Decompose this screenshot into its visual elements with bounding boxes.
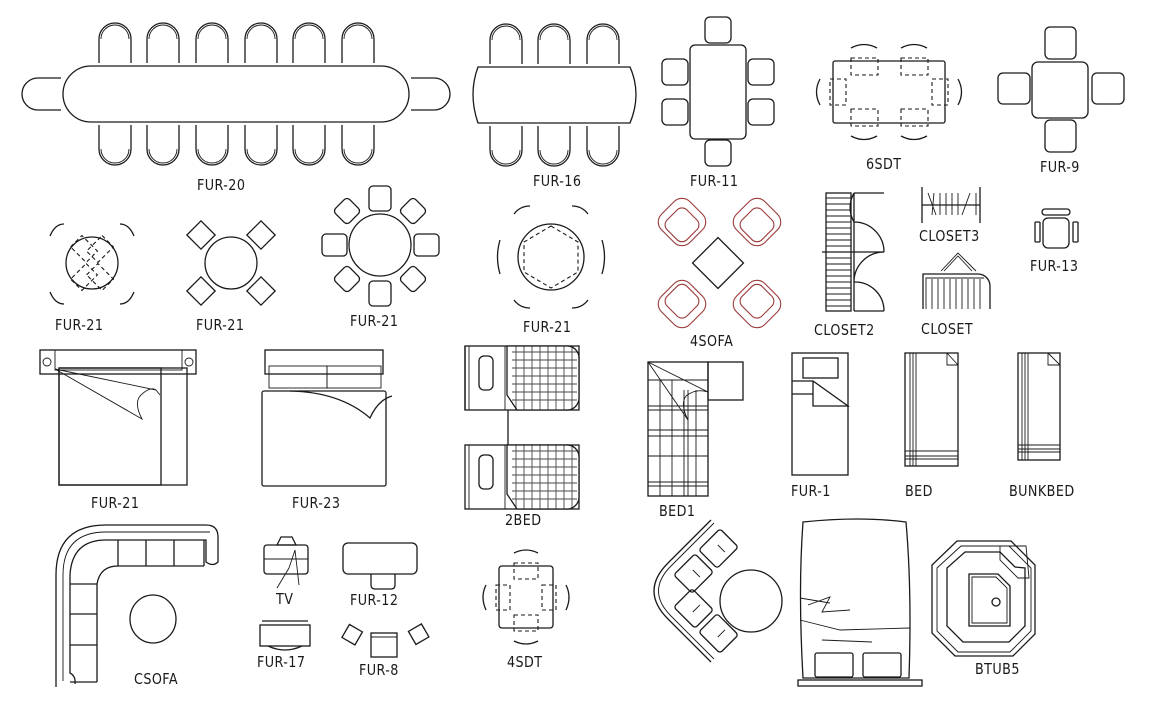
label-fur11: FUR-11 [690, 172, 739, 190]
block-fur17 [259, 620, 311, 651]
block-closet3 [921, 187, 981, 223]
label-tv: TV [276, 590, 294, 608]
block-tv [263, 536, 309, 589]
block-fur11 [661, 16, 775, 167]
block-kbed [797, 518, 923, 687]
label-closet2: CLOSET2 [814, 321, 875, 339]
block-bed [904, 352, 959, 467]
label-fur13: FUR-13 [1030, 257, 1079, 275]
label-bed: BED [905, 482, 933, 500]
block-fur21b [185, 219, 277, 307]
block-fur21a [49, 223, 135, 305]
label-4sofa: 4SOFA [690, 332, 734, 350]
block-fur12 [342, 542, 418, 590]
block-2bed [464, 345, 580, 510]
block-fur1 [791, 352, 851, 476]
label-fur21b: FUR-21 [196, 316, 245, 334]
label-6sdt: 6SDT [866, 155, 902, 173]
label-btub5: BTUB5 [975, 660, 1020, 678]
label-2bed: 2BED [505, 511, 542, 529]
label-fur21a: FUR-21 [55, 316, 104, 334]
label-fur8: FUR-8 [359, 661, 399, 679]
block-fur23 [261, 349, 393, 487]
label-fur17: FUR-17 [257, 653, 306, 671]
block-4sofa [657, 197, 782, 329]
label-fur20: FUR-20 [197, 176, 246, 194]
block-closet [922, 252, 991, 309]
label-fur21d: FUR-21 [523, 318, 572, 336]
block-fur21d [496, 205, 606, 309]
block-closet2 [822, 192, 885, 312]
block-fur9 [997, 26, 1125, 153]
label-4sdt: 4SDT [507, 653, 543, 671]
label-fur16: FUR-16 [533, 172, 582, 190]
label-fur21-bed: FUR-21 [91, 494, 140, 512]
label-fur9: FUR-9 [1040, 158, 1080, 176]
block-fur21c [321, 185, 440, 307]
block-btub5 [931, 540, 1036, 657]
block-bed1 [647, 361, 744, 497]
label-fur12: FUR-12 [350, 591, 399, 609]
block-fur8 [341, 623, 430, 658]
label-bunkbed: BUNKBED [1009, 482, 1075, 500]
label-closet: CLOSET [921, 320, 974, 338]
block-bunkbed [1017, 352, 1061, 461]
block-fur21-bed [39, 349, 197, 486]
block-6sdt [815, 43, 963, 141]
label-fur1: FUR-1 [791, 482, 831, 500]
label-csofa: CSOFA [134, 670, 179, 688]
block-csofa [55, 524, 219, 687]
label-fur23: FUR-23 [292, 494, 341, 512]
block-fur16 [472, 23, 637, 167]
block-4sdt [482, 549, 570, 645]
label-closet3: CLOSET3 [919, 227, 980, 245]
label-fur21c: FUR-21 [350, 312, 399, 330]
block-fur13 [1034, 208, 1079, 249]
block-lsofa [653, 519, 783, 663]
label-bed1: BED1 [659, 502, 696, 520]
block-fur20 [21, 22, 451, 166]
